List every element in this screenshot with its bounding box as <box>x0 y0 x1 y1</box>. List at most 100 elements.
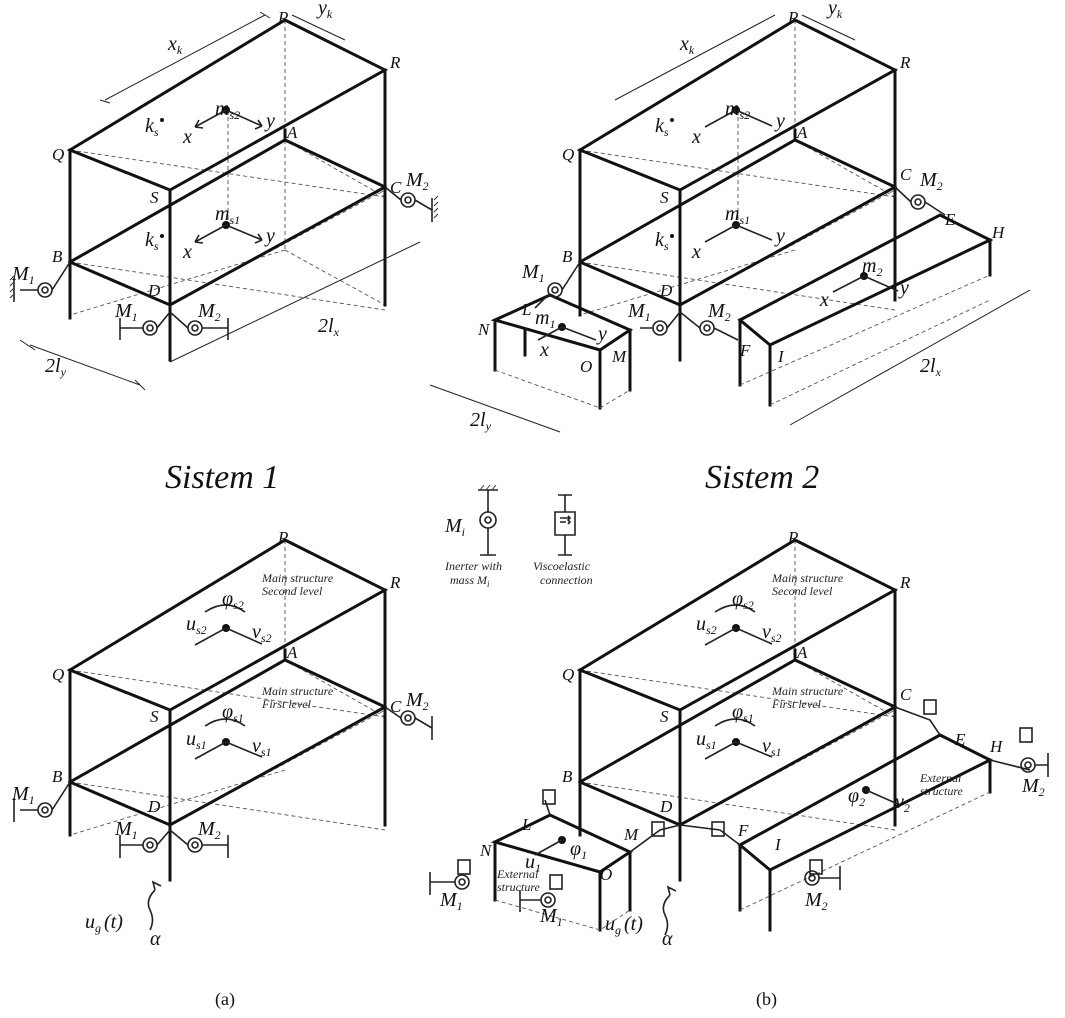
node-F: F <box>739 341 751 360</box>
label-M2-right: M2 <box>1021 775 1045 799</box>
node-Q: Q <box>52 665 64 684</box>
panel-sistem2-geometry: P R Q S A B C D E H F I L N M O xk yk 2l… <box>429 0 1031 433</box>
label-us2: us2 <box>696 613 717 637</box>
node-Q: Q <box>562 145 574 164</box>
label-us1: us1 <box>696 728 717 752</box>
node-B: B <box>562 247 573 266</box>
label-M1-left: M1 <box>11 263 35 287</box>
note-second-level: Second level <box>772 584 833 598</box>
label-ms1: ms1 <box>215 203 240 227</box>
label-x-ext-right: x <box>819 289 829 311</box>
title-sistem-1: Sistem 1 <box>165 459 279 496</box>
label-ug: ug(t) <box>605 913 643 937</box>
label-x-top: x <box>182 126 192 148</box>
note-first-level: First level <box>261 697 312 711</box>
note-main-structure-1: Main structure <box>261 684 334 698</box>
node-E: E <box>954 730 966 749</box>
node-B: B <box>52 767 63 786</box>
dim-lx: 2lx <box>920 355 942 379</box>
node-A: A <box>796 643 808 662</box>
node-P: P <box>787 8 798 27</box>
note-structure-left: structure <box>497 880 541 894</box>
legend-visco-text-2: connection <box>540 573 593 587</box>
label-phis2: φs2 <box>222 588 244 612</box>
label-us1: us1 <box>186 728 207 752</box>
node-R: R <box>899 53 911 72</box>
label-ug: ug(t) <box>85 911 123 935</box>
label-y-ext-right: y <box>898 277 909 299</box>
label-y-top: y <box>264 110 275 132</box>
node-R: R <box>389 53 401 72</box>
label-ks-bottom: ks <box>145 229 159 253</box>
label-us2: us2 <box>186 613 207 637</box>
node-M: M <box>623 825 639 844</box>
label-ks-top: ks <box>145 115 159 139</box>
label-vs2: vs2 <box>252 621 272 645</box>
label-y-bottom: y <box>774 225 785 247</box>
node-C: C <box>390 178 402 197</box>
legend-visco-text-1: Viscoelastic <box>533 559 591 573</box>
inerter-legend-icon <box>479 511 497 529</box>
dim-xk: xk <box>167 33 183 57</box>
label-M2-front: M2 <box>197 818 221 842</box>
label-M1-front: M1 <box>627 300 651 324</box>
label-M2-right: M2 <box>405 169 429 193</box>
title-sistem-2: Sistem 2 <box>705 459 819 496</box>
node-S: S <box>150 188 159 207</box>
node-P: P <box>277 8 288 27</box>
node-H: H <box>989 737 1004 756</box>
node-S: S <box>660 707 669 726</box>
dim-ly: 2ly <box>45 355 67 379</box>
label-alpha: α <box>662 928 673 950</box>
panel-sistem2-dofs: P R Q S A B C D E H F I L N M O Main str… <box>429 528 1049 950</box>
label-m1: m1 <box>535 307 555 331</box>
legend: Mi Inerter with mass Mi Viscoelastic con… <box>444 484 593 589</box>
label-x-bottom: x <box>691 241 701 263</box>
node-F: F <box>737 821 749 840</box>
label-x-ext-left: x <box>539 339 549 361</box>
label-m2: m2 <box>862 255 882 279</box>
dim-xk: xk <box>679 33 695 57</box>
note-external-right: External <box>919 771 962 785</box>
node-C: C <box>900 685 912 704</box>
label-M1-ext: M1 <box>439 889 463 913</box>
node-L: L <box>521 300 531 319</box>
node-P: P <box>787 528 798 547</box>
node-A: A <box>796 123 808 142</box>
node-H: H <box>991 223 1006 242</box>
label-M2-right: M2 <box>405 689 429 713</box>
node-D: D <box>147 797 161 816</box>
label-vs2: vs2 <box>762 621 782 645</box>
label-vs1: vs1 <box>762 735 782 759</box>
node-D: D <box>659 281 673 300</box>
node-D: D <box>147 281 161 300</box>
node-D: D <box>659 797 673 816</box>
node-L: L <box>521 815 531 834</box>
dim-yk: yk <box>316 0 333 21</box>
dim-ly: 2ly <box>470 409 492 433</box>
node-E: E <box>944 210 956 229</box>
label-M2-right: M2 <box>919 169 943 193</box>
label-phis2: φs2 <box>732 588 754 612</box>
node-A: A <box>286 643 298 662</box>
label-u1: u1 <box>525 851 541 875</box>
label-vs1: vs1 <box>252 735 272 759</box>
caption-a: (a) <box>215 989 235 1010</box>
label-x-top: x <box>691 126 701 148</box>
label-alpha: α <box>150 928 161 950</box>
node-Q: Q <box>562 665 574 684</box>
label-v2: v2 <box>895 791 910 815</box>
node-C: C <box>900 165 912 184</box>
label-M2-front: M2 <box>197 300 221 324</box>
label-y-bottom: y <box>264 225 275 247</box>
node-C: C <box>390 697 402 716</box>
legend-inerter-text-1: Inerter with <box>444 559 502 573</box>
note-main-structure-2: Main structure <box>771 571 844 585</box>
label-M1-left: M1 <box>521 261 545 285</box>
node-M: M <box>611 347 627 366</box>
note-structure-right: structure <box>920 784 964 798</box>
label-y-top: y <box>774 110 785 132</box>
node-N: N <box>479 841 493 860</box>
note-main-structure-1: Main structure <box>771 684 844 698</box>
